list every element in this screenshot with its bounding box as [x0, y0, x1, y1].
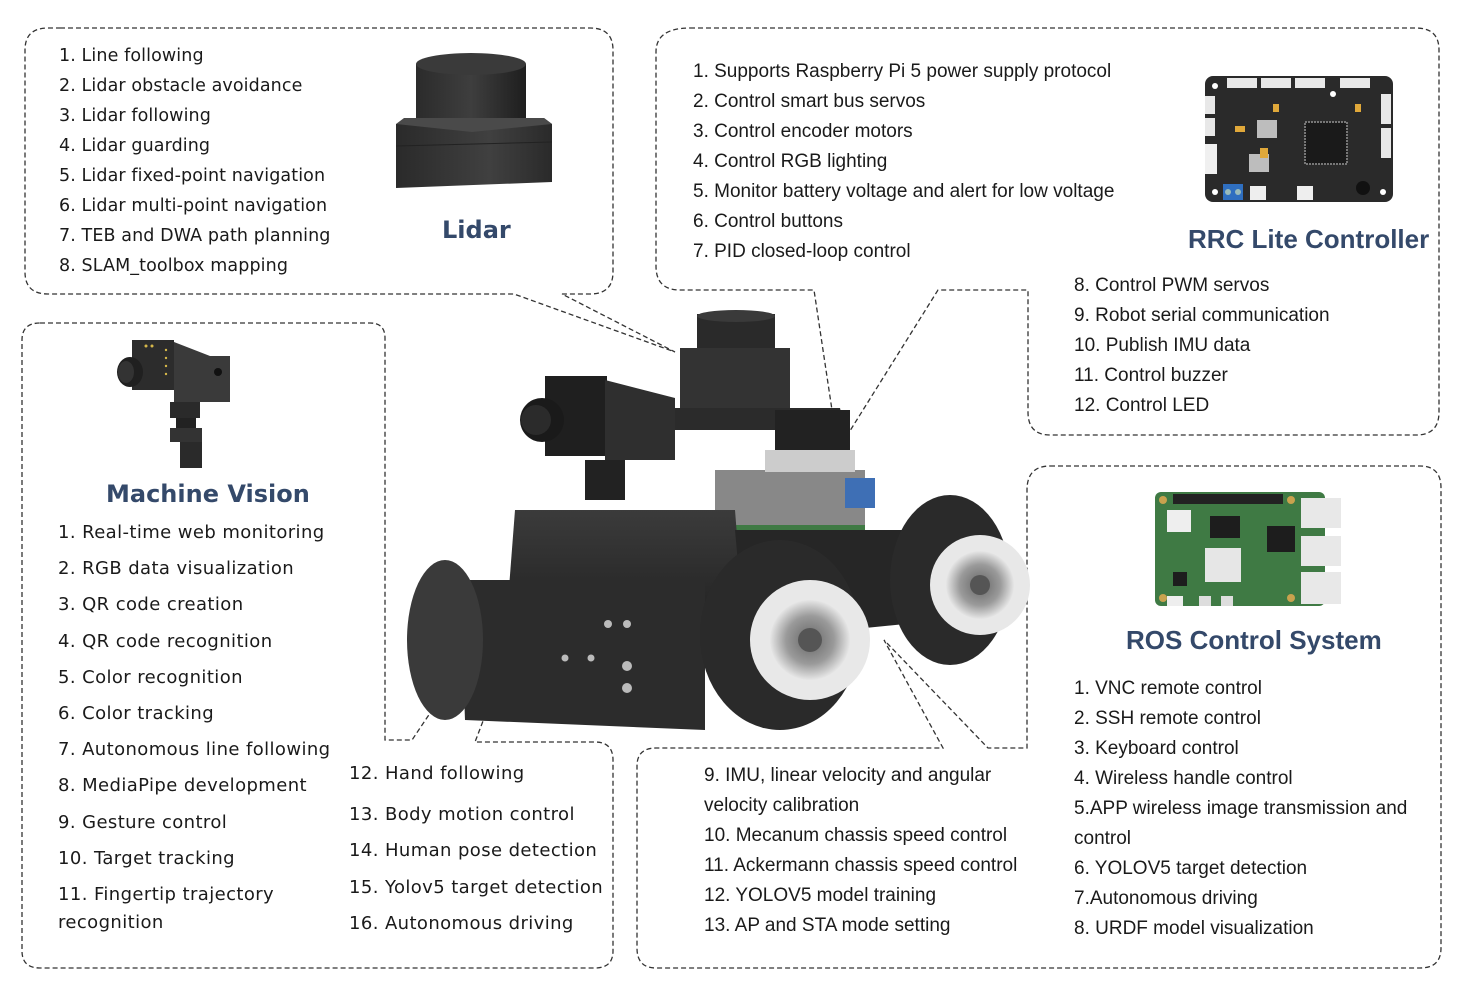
rear-wheel [890, 495, 1030, 665]
machine-vision-feature-item: 16. Autonomous driving [349, 912, 574, 934]
lidar-feature-item: 3. Lidar following [59, 106, 211, 126]
rrc-feature-item: 8. Control PWM servos [1074, 275, 1270, 296]
machine-vision-feature-item: 1. Real-time web monitoring [58, 522, 325, 543]
rrc-feature-item: 2. Control smart bus servos [693, 91, 926, 112]
machine-vision-feature-item: 13. Body motion control [349, 804, 575, 826]
ros-feature-item: 5.APP wireless image transmission and [1074, 798, 1408, 819]
rrc-title: RRC Lite Controller [1188, 224, 1430, 254]
lidar-feature-list: 1. Line following 2. Lidar obstacle avoi… [59, 41, 331, 281]
rrc-feature-item: 6. Control buttons [693, 211, 843, 232]
machine-vision-feature-item: 4. QR code recognition [58, 630, 273, 652]
machine-vision-feature-item: 3. QR code creation [58, 594, 244, 616]
machine-vision-feature-item-continued: recognition [58, 912, 164, 934]
rrc-feature-item: 5. Monitor battery voltage and alert for… [693, 181, 1115, 202]
front-wheel [700, 540, 870, 730]
rrc-feature-item: 4. Control RGB lighting [693, 151, 888, 172]
machine-vision-feature-list-left: 1. Real-time web monitoring 2. RGB data … [58, 515, 331, 933]
machine-vision-feature-item: 14. Human pose detection [349, 840, 598, 862]
machine-vision-feature-item: 15. Yolov5 target detection [349, 876, 604, 898]
ros-feature-list: 1. VNC remote control 2. SSH remote cont… [1074, 674, 1407, 944]
rrc-controller-board-image [1205, 76, 1393, 202]
raspberry-pi-board-image [1155, 492, 1341, 606]
ros-feature-item: 7.Autonomous driving [1074, 888, 1258, 909]
machine-vision-feature-item: 11. Fingertip trajectory [58, 884, 275, 906]
rrc-feature-item: 1. Supports Raspberry Pi 5 power supply … [693, 61, 1112, 82]
lidar-feature-item: 8. SLAM_toolbox mapping [59, 256, 289, 276]
robot-car-image [407, 310, 1030, 730]
rrc-feature-item: 7. PID closed-loop control [693, 241, 911, 262]
chassis-feature-item: 13. AP and STA mode setting [704, 915, 951, 936]
machine-vision-feature-item: 9. Gesture control [58, 811, 228, 833]
lidar-feature-item: 4. Lidar guarding [59, 136, 211, 156]
rrc-feature-item: 10. Publish IMU data [1074, 335, 1251, 356]
machine-vision-feature-item: 7. Autonomous line following [58, 739, 331, 761]
chassis-feature-item: 11. Ackermann chassis speed control [704, 855, 1018, 876]
chassis-feature-item-continued: velocity calibration [704, 795, 860, 816]
machine-vision-feature-item: 5. Color recognition [58, 666, 243, 688]
ros-feature-item: 4. Wireless handle control [1074, 768, 1293, 789]
chassis-feature-item: 9. IMU, linear velocity and angular [704, 765, 992, 786]
machine-vision-feature-item: 2. RGB data visualization [58, 558, 295, 580]
ros-title: ROS Control System [1126, 625, 1382, 655]
machine-vision-feature-item: 12. Hand following [349, 763, 525, 784]
chassis-feature-list: 9. IMU, linear velocity and angular velo… [704, 761, 1017, 941]
rrc-feature-item: 12. Control LED [1074, 395, 1210, 416]
lidar-feature-item: 1. Line following [59, 46, 204, 66]
rrc-feature-list-bottom: 8. Control PWM servos 9. Robot serial co… [1074, 271, 1330, 421]
lidar-feature-item: 6. Lidar multi-point navigation [59, 196, 328, 216]
machine-vision-title: Machine Vision [106, 480, 310, 508]
machine-vision-feature-item: 8. MediaPipe development [58, 775, 307, 797]
rrc-feature-item: 11. Control buzzer [1074, 365, 1228, 386]
machine-vision-feature-item: 6. Color tracking [58, 703, 215, 725]
lidar-title: Lidar [442, 216, 511, 244]
chassis-feature-item: 12. YOLOV5 model training [704, 885, 937, 906]
machine-vision-feature-item: 10. Target tracking [58, 847, 236, 869]
rrc-feature-item: 3. Control encoder motors [693, 121, 913, 142]
machine-vision-feature-list-right: 12. Hand following 13. Body motion contr… [349, 756, 603, 942]
rrc-feature-list-top: 1. Supports Raspberry Pi 5 power supply … [693, 57, 1114, 267]
rrc-feature-item: 9. Robot serial communication [1074, 305, 1330, 326]
ros-feature-item: 6. YOLOV5 target detection [1074, 858, 1308, 879]
ros-feature-item: 8. URDF model visualization [1074, 918, 1314, 939]
lidar-feature-item: 7. TEB and DWA path planning [59, 226, 331, 246]
lidar-feature-item: 5. Lidar fixed-point navigation [59, 166, 326, 186]
chassis-feature-item: 10. Mecanum chassis speed control [704, 825, 1008, 846]
ros-feature-item: 3. Keyboard control [1074, 738, 1239, 759]
ros-feature-item: 1. VNC remote control [1074, 678, 1262, 699]
ros-feature-item-continued: control [1074, 828, 1132, 849]
ros-feature-item: 2. SSH remote control [1074, 708, 1261, 729]
lidar-sensor-image [395, 53, 553, 188]
camera-pan-tilt-image [117, 340, 230, 468]
lidar-feature-item: 2. Lidar obstacle avoidance [59, 76, 303, 96]
